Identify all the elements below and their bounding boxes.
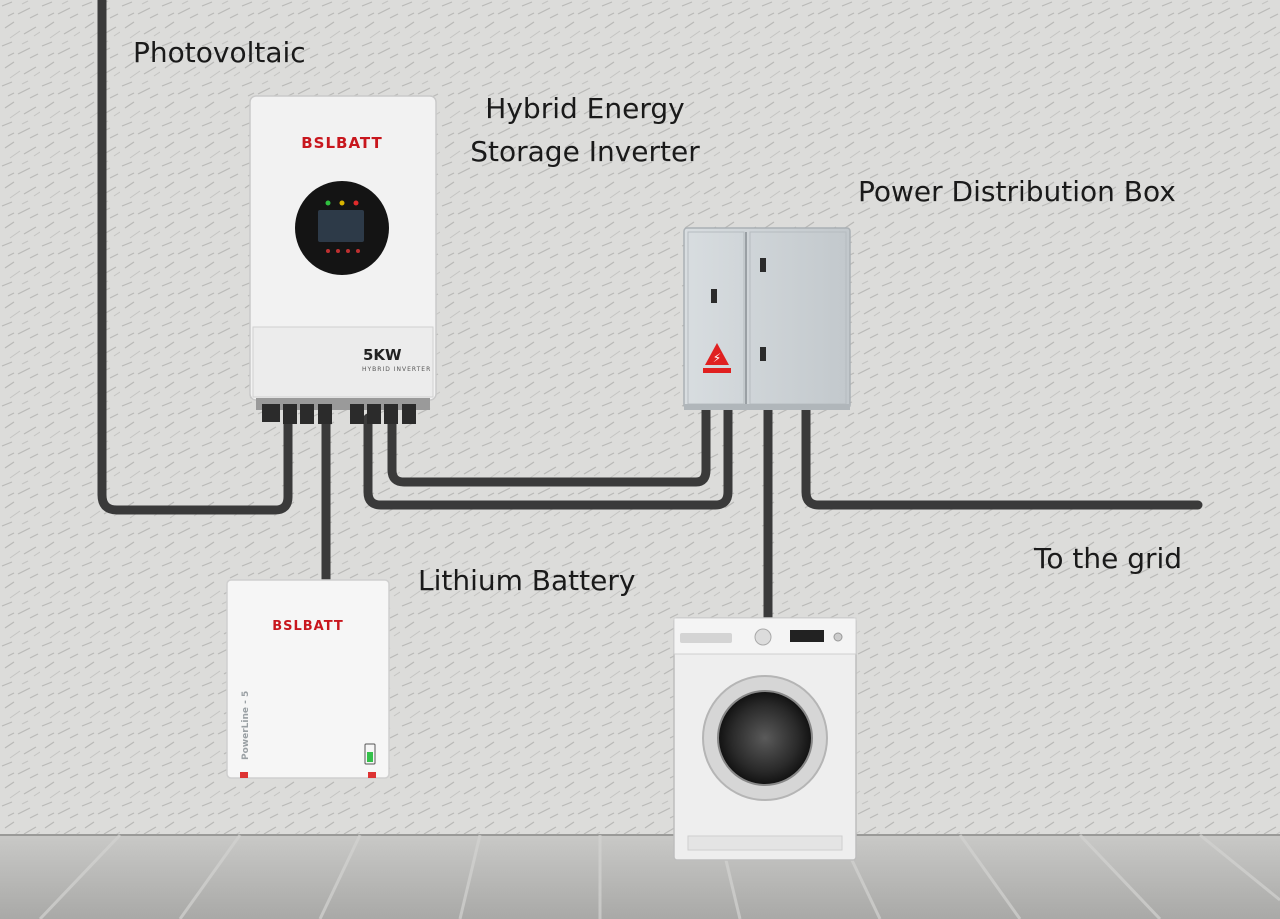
- inverter-brand-logo: BSLBATT: [301, 134, 382, 152]
- washing-machine: [673, 617, 857, 861]
- grid-cable: [801, 403, 1203, 510]
- battery-level-icon: [364, 743, 376, 765]
- breaker-switch-3: [760, 347, 766, 361]
- inverter-rating: 5KW: [363, 346, 402, 364]
- grid-label: To the grid: [1033, 542, 1182, 575]
- wall-background: [0, 0, 1280, 835]
- svg-text:⚡: ⚡: [713, 351, 721, 365]
- battery-brand-logo: BSLBATT: [272, 619, 344, 634]
- battery-model-label: PowerLine - 5: [241, 691, 251, 760]
- hybrid-inverter: [249, 95, 437, 424]
- distribution-box-label: Power Distribution Box: [858, 175, 1176, 208]
- battery-label: Lithium Battery: [418, 564, 635, 597]
- lithium-battery: [226, 579, 390, 779]
- pv-cable: [97, 0, 293, 515]
- inverter-lcd-screen: [318, 210, 364, 242]
- washer-display: [790, 630, 824, 642]
- breaker-switch-2: [760, 258, 766, 272]
- inverter-label-line2: Storage Inverter: [470, 135, 700, 168]
- power-distribution-box: ⚡: [683, 227, 851, 410]
- breaker-switch-1: [711, 289, 717, 303]
- inverter-box-cable-2: [387, 403, 711, 487]
- inverter-box-cable-1: [363, 403, 733, 510]
- washer-dial-icon: [754, 628, 772, 646]
- cables: [97, 0, 1203, 623]
- inverter-connectors: [262, 404, 416, 424]
- inverter-label-line1: Hybrid Energy: [485, 92, 684, 125]
- floor: [0, 833, 1280, 919]
- high-voltage-warning-icon: [705, 343, 729, 365]
- washer-drum: [717, 690, 813, 786]
- photovoltaic-label: Photovoltaic: [133, 36, 306, 69]
- inverter-subtitle: HYBRID INVERTER: [362, 366, 431, 373]
